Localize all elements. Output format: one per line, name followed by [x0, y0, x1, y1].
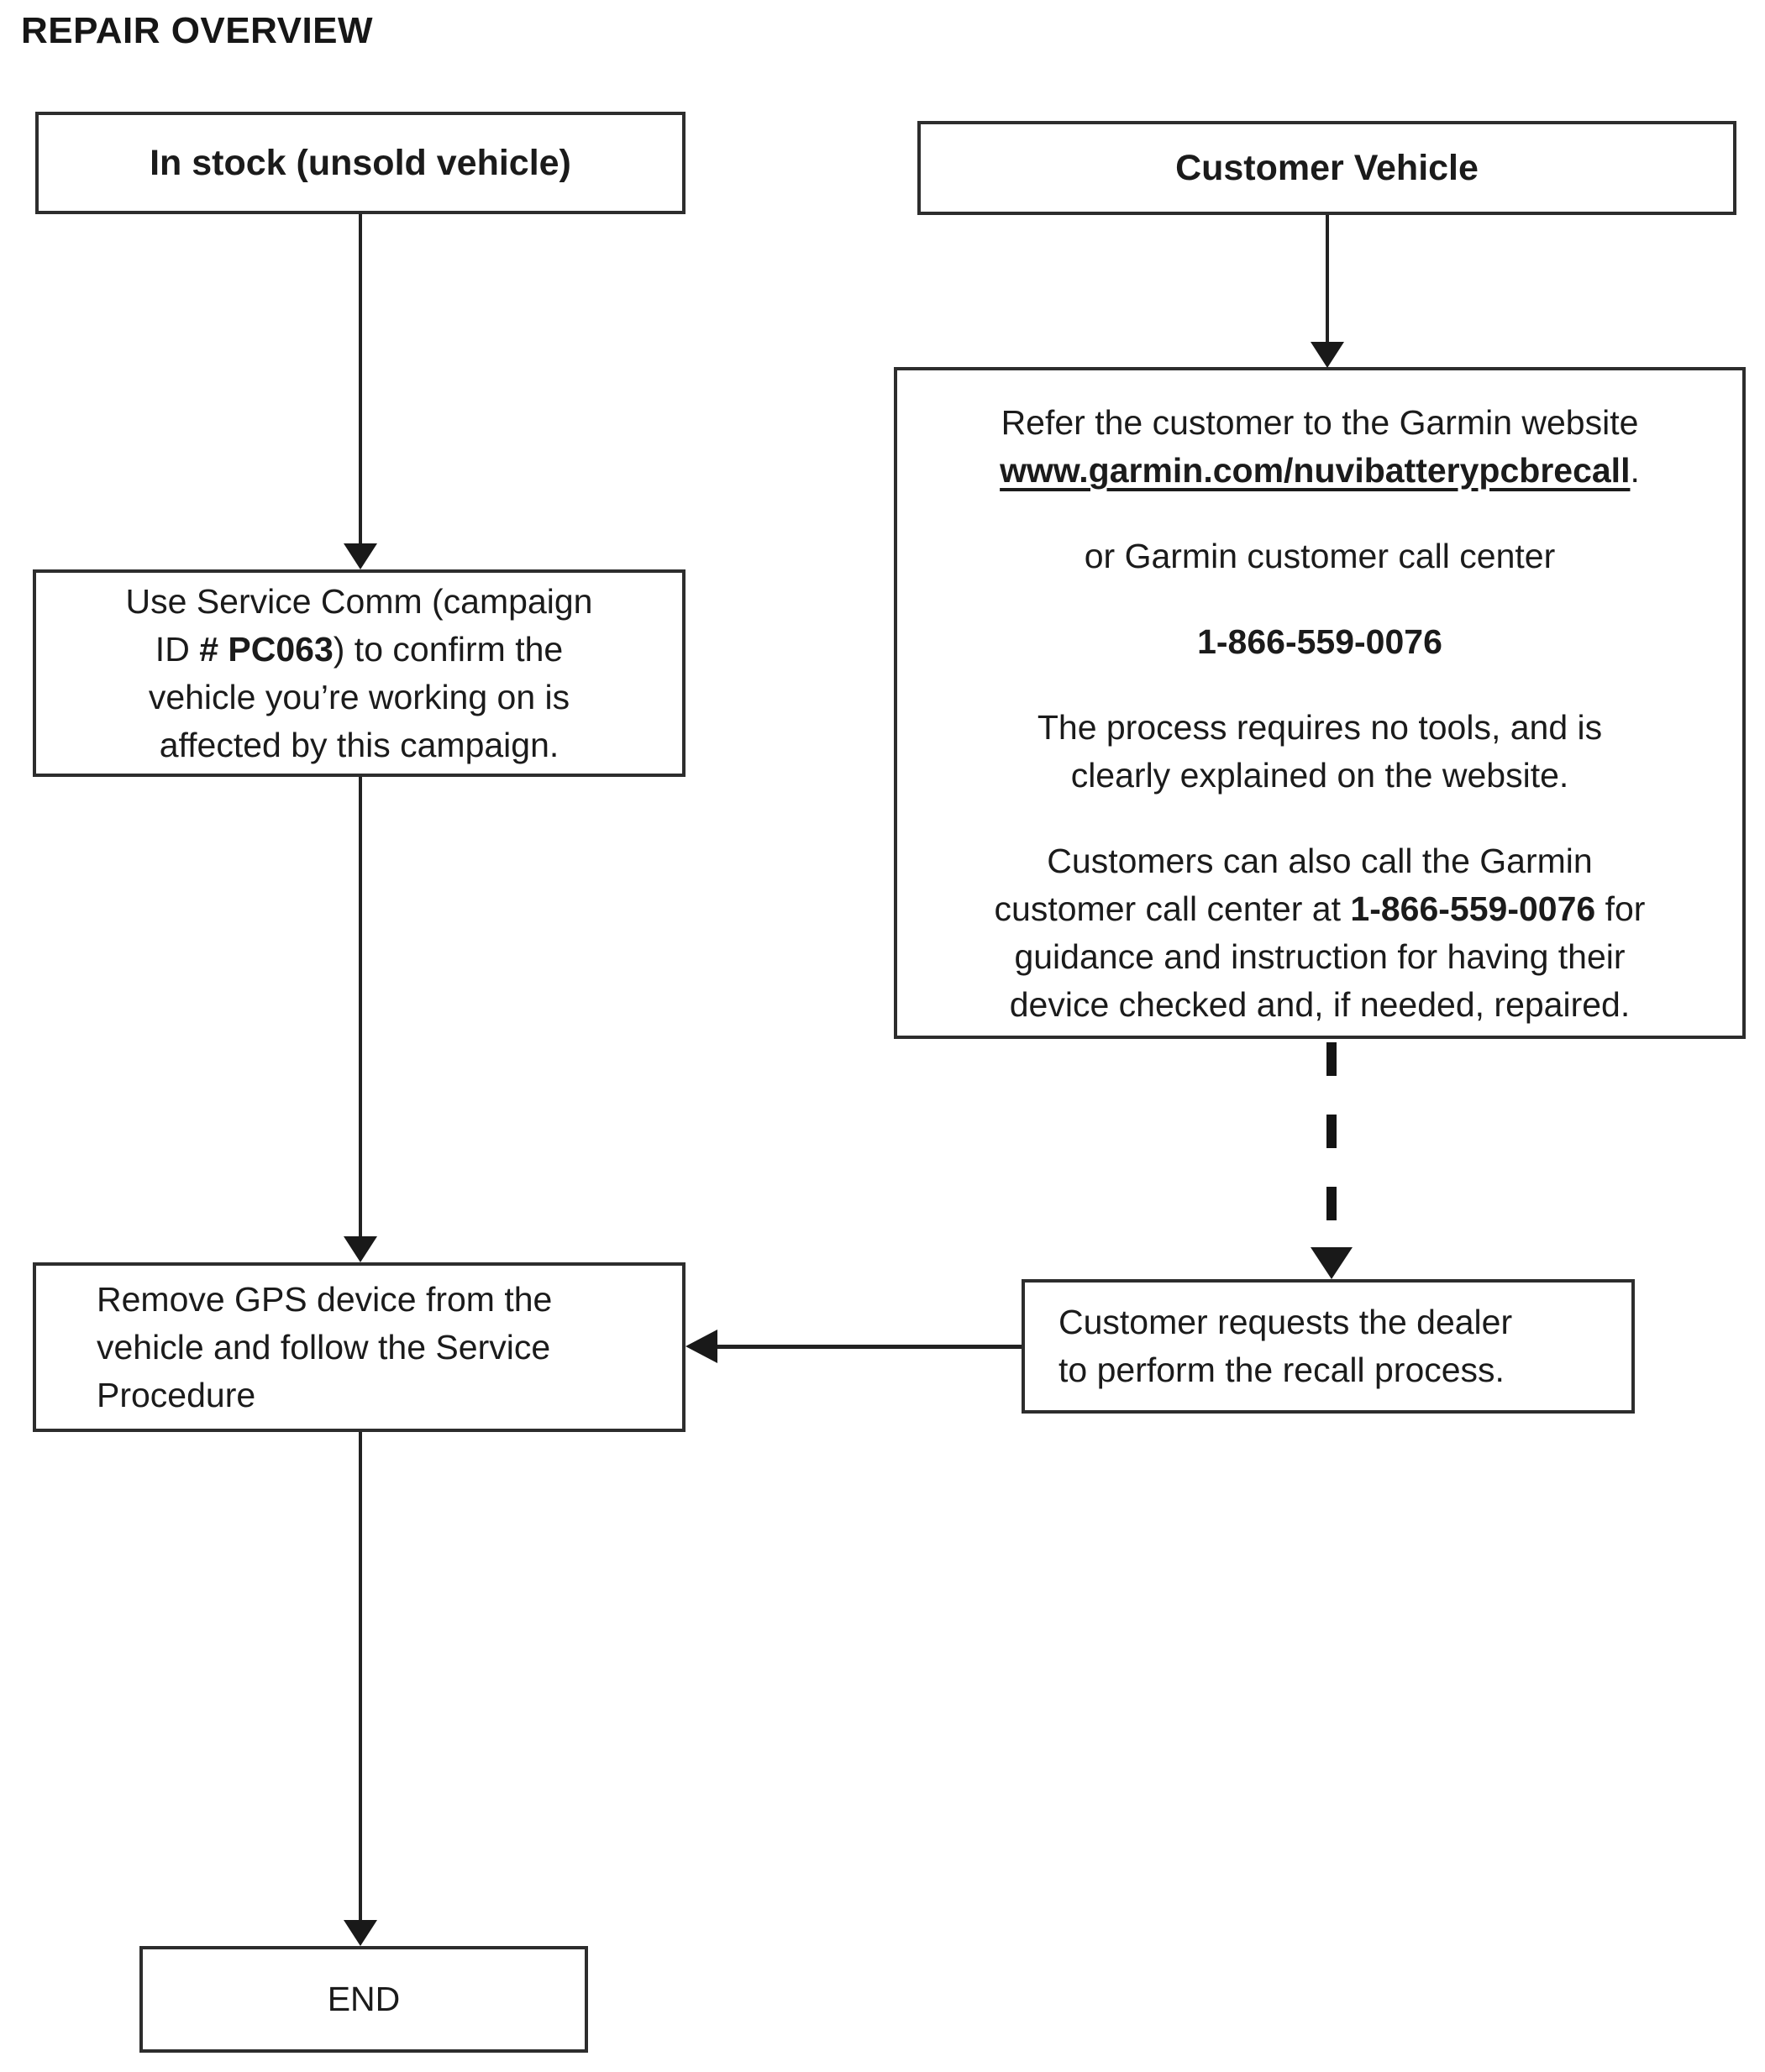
node-in-stock-unsold-vehicle: In stock (unsold vehicle) — [35, 112, 686, 214]
arrow-line — [359, 1432, 362, 1921]
arrowhead-down-icon — [1311, 342, 1344, 368]
arrow-line — [716, 1345, 1022, 1349]
node-text-line: vehicle and follow the Service — [97, 1327, 551, 1366]
node-text-line: customer call center at 1-866-559-0076 f… — [994, 889, 1646, 928]
node-paragraph: Refer the customer to the Garmin website… — [1000, 399, 1640, 495]
page-title: REPAIR OVERVIEW — [21, 10, 374, 51]
node-paragraph: Customers can also call the Garmin custom… — [995, 837, 1646, 1029]
arrow-line — [1326, 215, 1329, 343]
node-text-line: guidance and instruction for having thei… — [1014, 937, 1626, 976]
arrowhead-left-icon — [686, 1330, 717, 1363]
node-text-line: Customer requests the dealer — [1058, 1303, 1513, 1341]
node-text-line: Remove GPS device from the — [97, 1279, 553, 1319]
node-paragraph: 1-866-559-0076 — [1197, 618, 1442, 666]
arrowhead-down-icon — [344, 1920, 377, 1946]
dashed-arrow-line — [1326, 1042, 1337, 1244]
node-text-line: The process requires no tools, and is — [1037, 708, 1603, 747]
node-use-service-comm: Use Service Comm (campaign ID # PC063) to… — [33, 569, 686, 777]
node-label: In stock (unsold vehicle) — [150, 142, 571, 183]
node-text-line: Refer the customer to the Garmin website — [1001, 403, 1639, 442]
node-text-line: to perform the recall process. — [1058, 1351, 1505, 1389]
node-text-line: Procedure — [97, 1375, 256, 1414]
node-text-line: 1-866-559-0076 — [1197, 622, 1442, 661]
node-garmin-referral-info: Refer the customer to the Garmin website… — [894, 367, 1746, 1039]
node-text-line: ID # PC063) to confirm the — [155, 629, 564, 669]
node-customer-vehicle: Customer Vehicle — [917, 121, 1736, 215]
node-text-line: www.garmin.com/nuvibatterypcbrecall. — [1000, 451, 1640, 490]
arrow-line — [359, 214, 362, 544]
node-text-line: Use Service Comm (campaign — [125, 581, 593, 621]
node-text-line: vehicle you’re working on is — [148, 677, 570, 716]
node-customer-requests-recall: Customer requests the dealer to perform t… — [1022, 1279, 1635, 1414]
node-paragraph: The process requires no tools, and is cle… — [1037, 704, 1602, 800]
node-text-line: Customers can also call the Garmin — [1047, 842, 1593, 880]
arrowhead-down-icon — [1311, 1247, 1353, 1279]
node-remove-gps-device: Remove GPS device from the vehicle and fo… — [33, 1262, 686, 1432]
node-text-line: device checked and, if needed, repaired. — [1009, 985, 1631, 1024]
node-text-line: affected by this campaign. — [159, 725, 559, 764]
arrow-line — [359, 777, 362, 1237]
node-text-line: clearly explained on the website. — [1070, 756, 1569, 795]
node-end: END — [139, 1946, 588, 2053]
node-label: END — [327, 1980, 401, 2018]
node-text-line: or Garmin customer call center — [1084, 537, 1556, 575]
arrowhead-down-icon — [344, 543, 377, 569]
node-label: Customer Vehicle — [1175, 147, 1479, 188]
node-paragraph: or Garmin customer call center — [1085, 532, 1556, 580]
arrowhead-down-icon — [344, 1236, 377, 1262]
